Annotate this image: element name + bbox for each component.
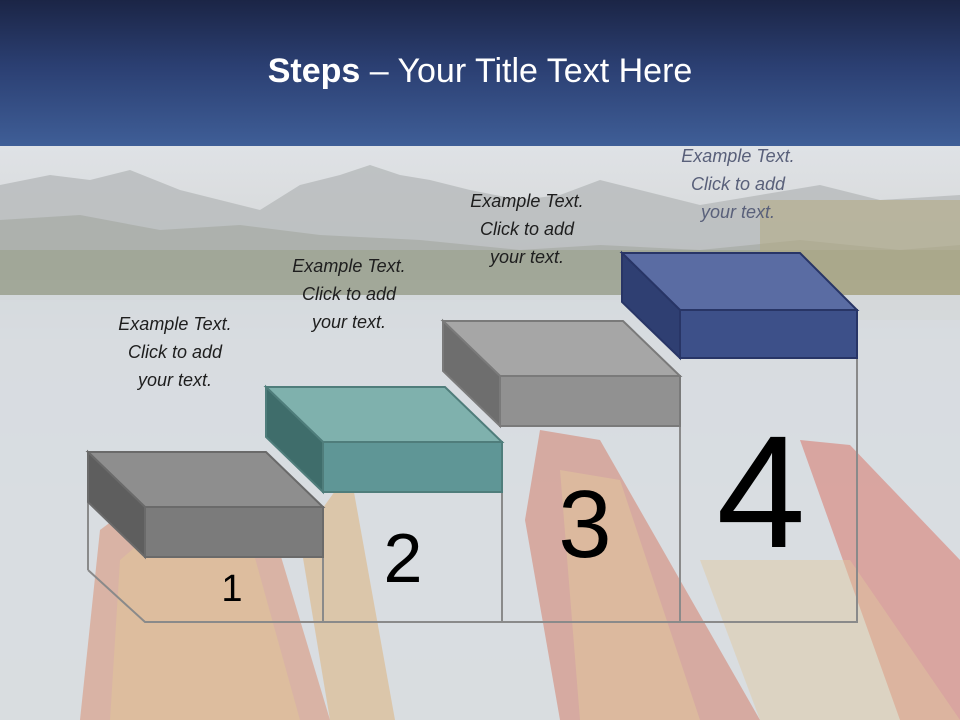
step-3-caption[interactable]: Example Text. Click to add your text. bbox=[442, 187, 612, 271]
slide-title[interactable]: Steps – Your Title Text Here bbox=[0, 52, 960, 91]
step-4-number: 4 bbox=[716, 402, 806, 581]
step-1-caption-line-3: your text. bbox=[137, 370, 213, 390]
step-4-caption-line-2: Click to add bbox=[690, 174, 786, 194]
step-2-number: 2 bbox=[383, 519, 423, 597]
title-bold: Steps bbox=[267, 52, 361, 90]
step-4-caption-line-1: Example Text. bbox=[681, 146, 795, 166]
step-1-caption[interactable]: Example Text. Click to add your text. bbox=[90, 310, 260, 394]
step-3-caption-line-2: Click to add bbox=[479, 219, 575, 239]
step-3-block[interactable] bbox=[440, 318, 683, 429]
step-4-caption-line-3: your text. bbox=[700, 202, 776, 222]
step-4-block[interactable] bbox=[619, 250, 860, 361]
step-3-number: 3 bbox=[558, 471, 612, 578]
step-2-caption[interactable]: Example Text. Click to add your text. bbox=[264, 252, 434, 336]
step-1-block[interactable] bbox=[85, 449, 326, 560]
step-1-caption-line-2: Click to add bbox=[127, 342, 223, 362]
step-2-caption-line-1: Example Text. bbox=[292, 256, 406, 276]
step-2-caption-line-2: Click to add bbox=[301, 284, 397, 304]
step-1-number: 1 bbox=[221, 568, 243, 610]
step-1-caption-line-1: Example Text. bbox=[118, 314, 232, 334]
step-2-caption-line-3: your text. bbox=[311, 312, 387, 332]
title-bar: Steps – Your Title Text Here bbox=[0, 0, 960, 146]
step-2-block[interactable] bbox=[263, 384, 505, 495]
step-3-caption-line-3: your text. bbox=[489, 247, 565, 267]
title-rest: – Your Title Text Here bbox=[360, 52, 693, 90]
step-4-caption[interactable]: Example Text. Click to add your text. bbox=[653, 142, 823, 226]
step-3-caption-line-1: Example Text. bbox=[470, 191, 584, 211]
